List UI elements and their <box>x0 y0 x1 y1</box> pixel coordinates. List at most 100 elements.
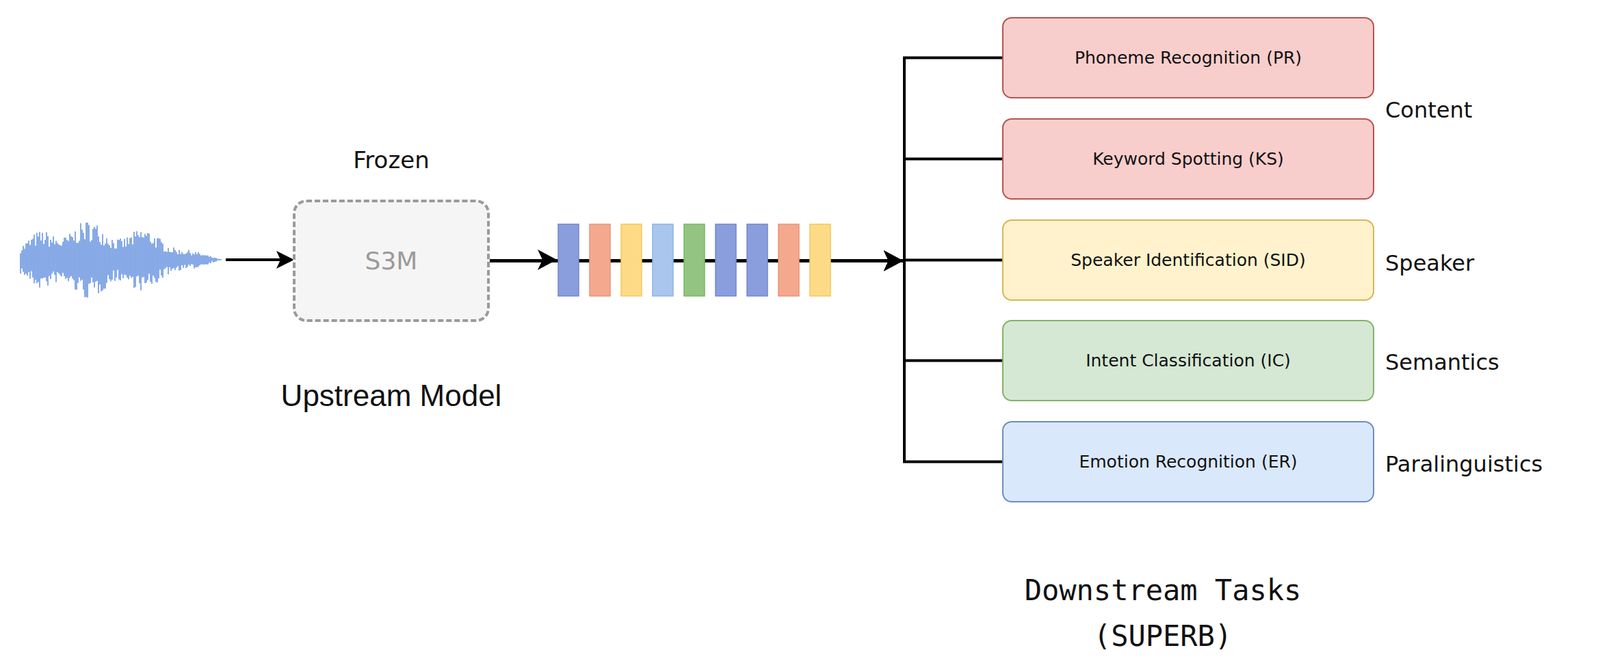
waveform-stroke <box>88 225 90 284</box>
task-name: Phoneme Recognition (PR) <box>1074 47 1302 68</box>
feature-vectors <box>558 224 831 297</box>
waveform-stroke <box>168 251 171 267</box>
waveform-stroke <box>156 238 159 283</box>
waveform-stroke <box>78 240 81 278</box>
waveform-stroke <box>85 223 87 298</box>
waveform-stroke <box>97 236 100 294</box>
waveform-stroke <box>153 238 156 279</box>
category-label: Semantics <box>1385 349 1500 376</box>
waveform-stroke <box>54 244 56 275</box>
waveform-stroke <box>214 257 216 262</box>
waveform-stroke <box>101 234 104 291</box>
waveform-stroke <box>207 255 209 265</box>
waveform-stroke <box>71 237 74 280</box>
waveform-stroke <box>47 235 49 286</box>
waveform-stroke <box>148 233 150 275</box>
waveform-stroke <box>190 255 193 265</box>
waveform-stroke <box>147 233 149 281</box>
waveform-stroke <box>122 246 124 279</box>
waveform-stroke <box>166 251 168 267</box>
waveform-stroke <box>184 254 186 266</box>
waveform-stroke <box>90 240 93 279</box>
waveform-stroke <box>141 237 143 278</box>
feature-arrow-head <box>537 249 557 271</box>
waveform-stroke <box>197 252 200 267</box>
waveform-stroke <box>159 238 161 270</box>
waveform-stroke <box>216 259 219 262</box>
model-name: S3M <box>365 246 418 275</box>
waveform-stroke <box>55 240 57 282</box>
waveform-stroke <box>58 244 60 274</box>
waveform-stroke <box>192 253 194 265</box>
waveform-stroke <box>115 248 117 278</box>
waveform-stroke <box>127 244 130 280</box>
waveform-stroke <box>118 240 120 280</box>
waveform-stroke <box>182 253 185 268</box>
waveform-stroke <box>138 237 141 284</box>
category-label: Speaker <box>1385 250 1475 277</box>
waveform-stroke <box>194 252 197 268</box>
waveform-stroke <box>196 254 198 268</box>
waveform-stroke <box>173 247 175 269</box>
waveform-stroke <box>142 238 145 278</box>
waveform-stroke <box>208 257 211 264</box>
waveform-stroke <box>175 252 178 269</box>
arrow-head <box>883 251 903 272</box>
waveform-stroke <box>199 253 201 266</box>
waveform-stroke <box>21 250 23 269</box>
input-arrow-line <box>225 258 281 262</box>
task-name: Keyword Spotting (KS) <box>1092 149 1284 169</box>
waveform-stroke <box>151 244 153 285</box>
waveform-stroke <box>108 245 111 280</box>
waveform-stroke <box>132 244 134 278</box>
input-arrow-head <box>276 251 295 269</box>
waveform-stroke <box>96 225 98 282</box>
waveform-stroke <box>63 238 65 277</box>
waveform-stroke <box>67 241 70 282</box>
waveform-stroke <box>103 245 105 289</box>
waveform-stroke <box>114 248 116 282</box>
waveform-stroke <box>110 248 112 282</box>
waveform-stroke <box>52 236 55 272</box>
waveform-stroke <box>186 252 189 268</box>
waveform-stroke <box>203 255 205 265</box>
frozen-heading: Frozen <box>352 146 429 174</box>
waveform-stroke <box>204 255 206 265</box>
waveform-stroke <box>60 245 63 277</box>
waveform-stroke <box>62 242 64 274</box>
waveform-stroke <box>89 241 91 284</box>
waveform-stroke <box>123 238 126 275</box>
waveform-stroke <box>104 243 107 289</box>
category-label: Content <box>1385 97 1473 124</box>
waveform-stroke <box>130 237 133 278</box>
waveform-stroke <box>160 242 163 276</box>
feature-bar <box>589 224 611 297</box>
waveform-stroke <box>210 256 212 265</box>
waveform-stroke <box>40 240 42 280</box>
waveform-stroke <box>193 254 195 269</box>
waveform-stroke <box>126 237 128 278</box>
waveform-stroke <box>140 232 142 291</box>
waveform-stroke <box>92 229 94 283</box>
task-box: Emotion Recognition (ER) <box>1002 421 1375 503</box>
waveform-stroke <box>111 240 113 280</box>
waveform-stroke <box>23 248 26 275</box>
waveform-stroke <box>56 243 59 273</box>
waveform-stroke <box>218 259 220 261</box>
waveform-stroke <box>51 242 53 275</box>
waveform-stroke <box>149 242 152 283</box>
waveform-stroke <box>158 238 160 280</box>
waveform-stroke <box>32 239 34 278</box>
task-name: Intent Classification (IC) <box>1085 350 1291 371</box>
waveform-stroke <box>29 244 31 279</box>
waveform-stroke <box>28 240 30 273</box>
waveform-stroke <box>119 238 122 281</box>
waveform-stroke <box>155 247 157 282</box>
waveform-stroke <box>177 254 179 267</box>
waveform-stroke <box>70 236 72 278</box>
waveform-stroke <box>38 231 41 288</box>
waveform-stroke <box>125 246 127 276</box>
waveform-stroke <box>86 222 89 298</box>
waveform-stroke <box>37 236 39 282</box>
waveform-stroke <box>121 241 123 275</box>
